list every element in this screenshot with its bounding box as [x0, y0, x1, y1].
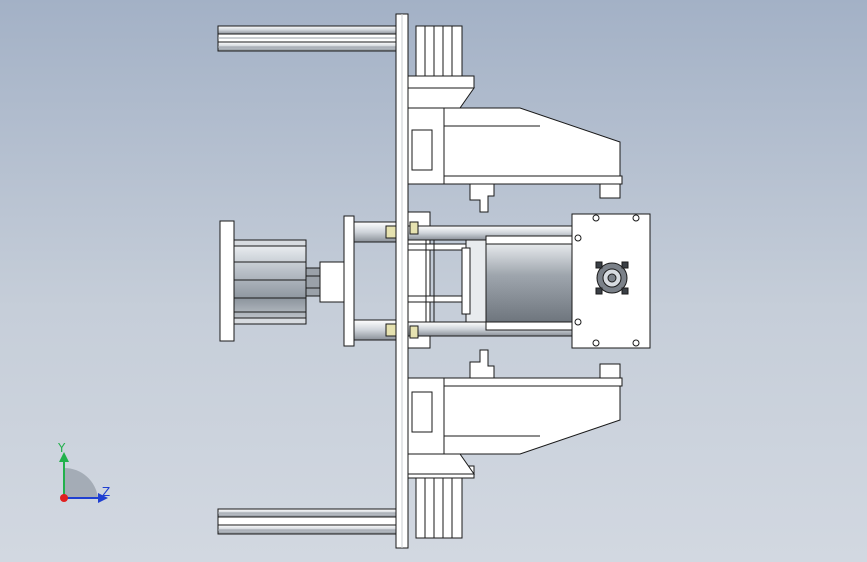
motor-housing: [485, 235, 573, 331]
top-profile: [407, 25, 475, 89]
pneumatic-cylinder: [233, 239, 307, 325]
coordinate-triad: Y Z: [40, 438, 120, 518]
top-rail: [217, 25, 397, 52]
bottom-rail: [217, 508, 397, 535]
y-axis-label: Y: [58, 441, 66, 455]
bottom-profile: [407, 465, 475, 539]
piston-nut: [305, 267, 321, 297]
x-axis-icon: [60, 494, 68, 502]
z-axis-label: Z: [102, 485, 111, 499]
guide-rods: [353, 221, 397, 341]
upper-clamp: [407, 87, 623, 213]
end-flange-plate: [571, 213, 651, 349]
triad-plane-icon: [64, 467, 98, 498]
cylinder-end-plate: [219, 220, 235, 342]
guide-plate: [343, 215, 355, 347]
lower-clamp: [407, 349, 623, 475]
